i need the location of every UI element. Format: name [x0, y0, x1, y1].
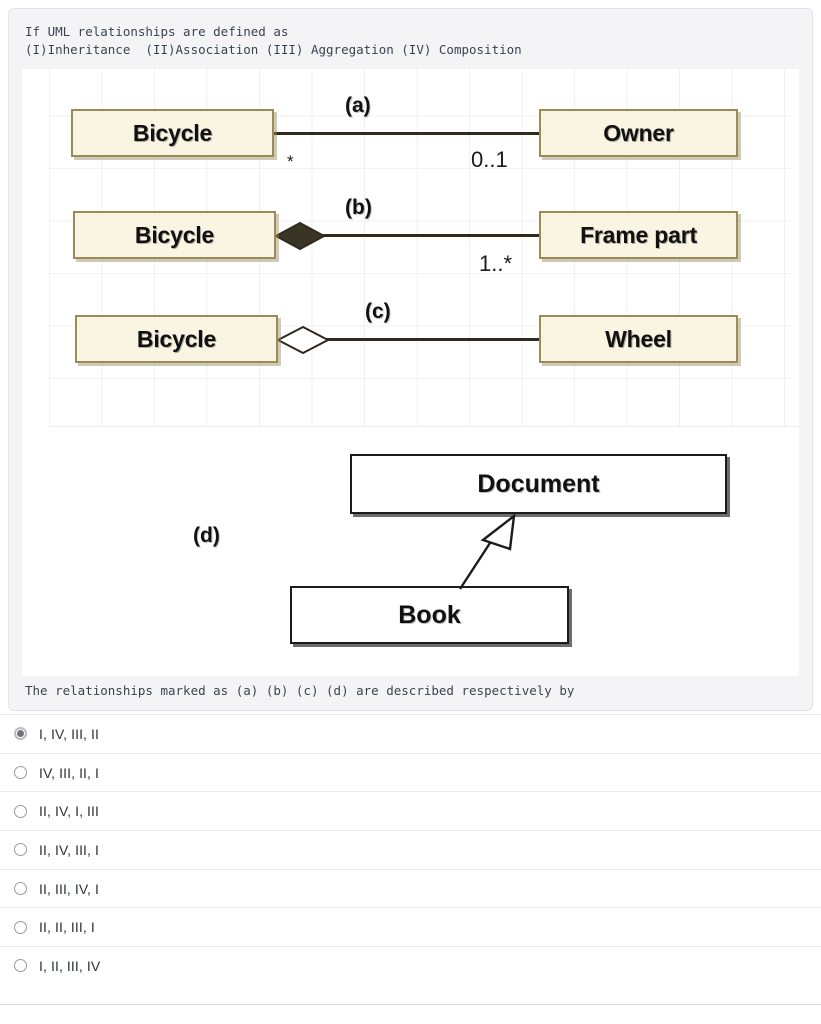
- multiplicity-right-b: 1..*: [479, 251, 513, 276]
- class-name-label: Bicycle: [132, 119, 213, 146]
- class-box-document: Document: [350, 454, 727, 514]
- class-box-book: Book: [290, 586, 569, 644]
- radio-button-1[interactable]: [14, 766, 27, 780]
- radio-button-4[interactable]: [14, 882, 27, 896]
- class-box-frame-part: Frame part: [539, 211, 738, 259]
- radio-button-5[interactable]: [14, 920, 27, 934]
- relation-label-c: (c): [365, 300, 391, 323]
- option-label-0: I, IV, III, II: [39, 725, 100, 742]
- filled-diamond-composition-icon: [273, 221, 327, 251]
- class-box-bicycle-b: Bicycle: [73, 211, 276, 259]
- class-name-label: Bicycle: [136, 325, 217, 352]
- class-box-wheel: Wheel: [539, 315, 738, 363]
- page-bottom-divider: [0, 1004, 821, 1005]
- connector-line-c: [322, 338, 539, 341]
- connector-line-b: [318, 234, 539, 237]
- answer-options-list: I, IV, III, II IV, III, II, I II, IV, I,…: [0, 714, 821, 985]
- connector-line-a: [274, 132, 539, 135]
- option-row-3[interactable]: II, IV, III, I: [0, 830, 821, 869]
- hollow-diamond-aggregation-icon: [275, 325, 331, 355]
- radio-button-6[interactable]: [14, 959, 27, 973]
- option-label-1: IV, III, II, I: [39, 764, 100, 781]
- class-name-label: Owner: [603, 119, 674, 146]
- class-box-owner: Owner: [539, 109, 738, 157]
- uml-diagram: Bicycle Owner (a) * 0..1 Bicycle Frame p…: [22, 69, 799, 676]
- class-name-label: Document: [477, 469, 600, 498]
- relation-label-d: (d): [193, 524, 220, 547]
- radio-button-0[interactable]: [14, 727, 27, 741]
- option-label-3: II, IV, III, I: [39, 841, 100, 858]
- question-card: If UML relationships are defined as (I)I…: [8, 8, 813, 711]
- class-box-bicycle-c: Bicycle: [75, 315, 278, 363]
- question-prompt: If UML relationships are defined as (I)I…: [25, 24, 522, 57]
- question-closing: The relationships marked as (a) (b) (c) …: [25, 683, 575, 698]
- option-row-6[interactable]: I, II, III, IV: [0, 946, 821, 985]
- option-label-4: II, III, IV, I: [39, 880, 100, 897]
- option-row-5[interactable]: II, II, III, I: [0, 907, 821, 946]
- option-row-4[interactable]: II, III, IV, I: [0, 868, 821, 908]
- option-row-1[interactable]: IV, III, II, I: [0, 752, 821, 792]
- option-label-5: II, II, III, I: [39, 919, 95, 936]
- multiplicity-right-a: 0..1: [471, 147, 508, 172]
- option-row-0[interactable]: I, IV, III, II: [0, 714, 821, 753]
- relation-label-a: (a): [345, 94, 371, 117]
- relation-label-b: (b): [345, 196, 372, 219]
- class-box-bicycle-a: Bicycle: [71, 109, 274, 157]
- inheritance-arrow-icon: [458, 513, 516, 590]
- class-name-label: Frame part: [580, 221, 697, 248]
- option-label-2: II, IV, I, III: [39, 803, 100, 820]
- multiplicity-left-a: *: [287, 152, 294, 171]
- option-label-6: I, II, III, IV: [39, 957, 101, 974]
- class-name-label: Book: [398, 600, 461, 629]
- radio-button-3[interactable]: [14, 843, 27, 857]
- class-name-label: Bicycle: [134, 221, 215, 248]
- class-name-label: Wheel: [605, 325, 672, 352]
- option-row-2[interactable]: II, IV, I, III: [0, 791, 821, 830]
- radio-button-2[interactable]: [14, 804, 27, 818]
